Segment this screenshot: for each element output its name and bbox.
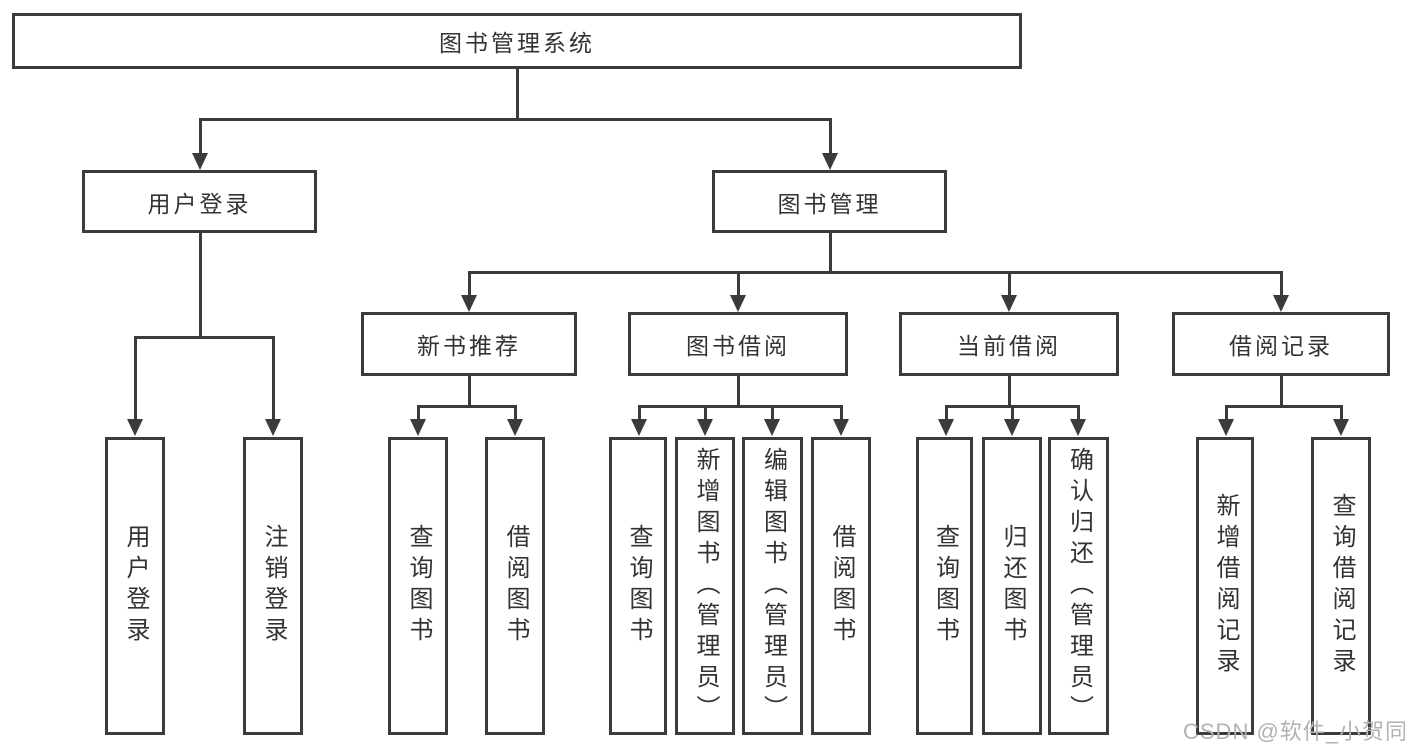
- connector-trunk-6: [1279, 376, 1283, 408]
- connector-bar-2: [467, 271, 1283, 274]
- connector-drop-3-0: [416, 405, 420, 423]
- node-label-leaf-query-borrow-record: 查询借阅记录: [1328, 493, 1355, 679]
- connector-drop-1-0: [133, 336, 137, 423]
- connector-drop-4-2: [770, 405, 774, 423]
- node-label-borrowing-records: 借阅记录: [1229, 333, 1333, 359]
- node-label-new-book-recommend: 新书推荐: [417, 333, 521, 359]
- arrowhead-down-icon: [822, 153, 838, 170]
- connector-drop-0-0: [198, 118, 202, 157]
- connector-drop-2-3: [1279, 271, 1283, 299]
- node-label-leaf-query-book-rec: 查询图书: [405, 524, 432, 648]
- node-leaf-logout: 注销登录: [243, 437, 303, 735]
- node-label-leaf-confirm-return-admin: 确认归还（管理员）: [1065, 446, 1093, 726]
- node-label-leaf-query-book-borrow: 查询图书: [625, 524, 652, 648]
- node-leaf-borrow-book-rec: 借阅图书: [485, 437, 545, 735]
- node-root-system: 图书管理系统: [12, 13, 1022, 69]
- arrowhead-down-icon: [730, 295, 746, 312]
- connector-bar-6: [1224, 405, 1343, 408]
- connector-drop-2-2: [1007, 271, 1011, 299]
- connector-bar-0: [198, 118, 832, 121]
- arrowhead-down-icon: [507, 419, 523, 436]
- arrowhead-down-icon: [1001, 295, 1017, 312]
- connector-drop-0-1: [828, 118, 832, 157]
- node-leaf-query-borrow-record: 查询借阅记录: [1311, 437, 1371, 735]
- connector-drop-3-1: [513, 405, 517, 423]
- node-leaf-query-book-rec: 查询图书: [388, 437, 448, 735]
- arrowhead-down-icon: [127, 419, 143, 436]
- arrowhead-down-icon: [631, 419, 647, 436]
- node-leaf-query-book-current: 查询图书: [916, 437, 973, 735]
- arrowhead-down-icon: [1004, 419, 1020, 436]
- node-label-root-system: 图书管理系统: [439, 30, 595, 56]
- connector-bar-4: [637, 405, 843, 408]
- arrowhead-down-icon: [192, 153, 208, 170]
- arrowhead-down-icon: [697, 419, 713, 436]
- connector-drop-2-0: [467, 271, 471, 299]
- node-leaf-user-login: 用户登录: [105, 437, 165, 735]
- node-label-leaf-query-book-current: 查询图书: [931, 524, 959, 648]
- connector-bar-1: [133, 336, 275, 339]
- arrowhead-down-icon: [833, 419, 849, 436]
- connector-drop-6-0: [1224, 405, 1228, 423]
- node-label-leaf-borrow-book-rec: 借阅图书: [502, 524, 529, 648]
- node-leaf-add-borrow-record: 新增借阅记录: [1196, 437, 1254, 735]
- connector-trunk-2: [828, 233, 832, 274]
- node-label-current-borrowing: 当前借阅: [957, 333, 1061, 359]
- node-label-leaf-return-book: 归还图书: [999, 524, 1026, 648]
- node-leaf-confirm-return-admin: 确认归还（管理员）: [1048, 437, 1109, 735]
- node-label-user-login: 用户登录: [147, 190, 252, 217]
- node-leaf-query-book-borrow: 查询图书: [609, 437, 667, 735]
- arrowhead-down-icon: [1218, 419, 1234, 436]
- node-book-borrowing: 图书借阅: [628, 312, 848, 376]
- connector-drop-4-1: [703, 405, 707, 423]
- arrowhead-down-icon: [461, 295, 477, 312]
- node-leaf-add-book-admin: 新增图书（管理员）: [675, 437, 735, 735]
- connector-trunk-4: [736, 376, 740, 408]
- arrowhead-down-icon: [764, 419, 780, 436]
- arrowhead-down-icon: [938, 419, 954, 436]
- node-new-book-recommend: 新书推荐: [361, 312, 577, 376]
- node-current-borrowing: 当前借阅: [899, 312, 1119, 376]
- arrowhead-down-icon: [1333, 419, 1349, 436]
- csdn-watermark: CSDN @软件_小贺同学: [1183, 719, 1405, 744]
- connector-bar-3: [416, 405, 517, 408]
- connector-drop-1-1: [271, 336, 275, 423]
- connector-drop-2-1: [736, 271, 740, 299]
- connector-trunk-5: [1007, 376, 1011, 408]
- connector-trunk-1: [198, 233, 202, 339]
- node-label-book-management: 图书管理: [777, 190, 882, 217]
- connector-drop-4-3: [839, 405, 843, 423]
- arrowhead-down-icon: [410, 419, 426, 436]
- node-book-management: 图书管理: [712, 170, 947, 233]
- node-label-leaf-edit-book-admin: 编辑图书（管理员）: [759, 446, 787, 726]
- connector-drop-6-1: [1339, 405, 1343, 423]
- node-label-leaf-add-book-admin: 新增图书（管理员）: [692, 446, 719, 726]
- arrowhead-down-icon: [265, 419, 281, 436]
- node-leaf-borrow-book-borrow: 借阅图书: [811, 437, 871, 735]
- node-borrowing-records: 借阅记录: [1172, 312, 1390, 376]
- connector-drop-5-2: [1076, 405, 1080, 423]
- node-leaf-return-book: 归还图书: [982, 437, 1042, 735]
- node-user-login: 用户登录: [82, 170, 317, 233]
- connector-drop-5-0: [944, 405, 948, 423]
- connector-drop-5-1: [1010, 405, 1014, 423]
- node-leaf-edit-book-admin: 编辑图书（管理员）: [742, 437, 803, 735]
- node-label-leaf-borrow-book-borrow: 借阅图书: [828, 524, 855, 648]
- node-label-book-borrowing: 图书借阅: [686, 333, 790, 359]
- connector-trunk-3: [467, 376, 471, 408]
- node-label-leaf-add-borrow-record: 新增借阅记录: [1212, 493, 1239, 679]
- node-label-leaf-logout: 注销登录: [260, 524, 287, 648]
- connector-trunk-0: [515, 69, 519, 121]
- connector-drop-4-0: [637, 405, 641, 423]
- node-label-leaf-user-login: 用户登录: [122, 524, 149, 648]
- arrowhead-down-icon: [1070, 419, 1086, 436]
- arrowhead-down-icon: [1273, 295, 1289, 312]
